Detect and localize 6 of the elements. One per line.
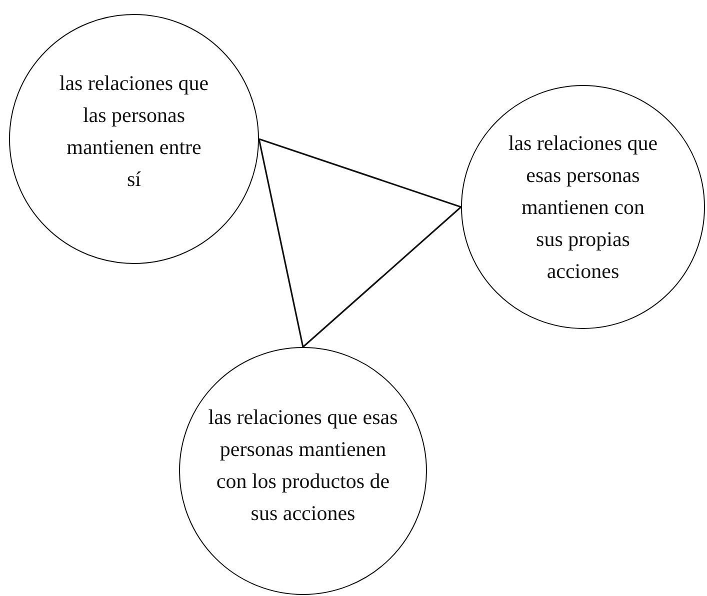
- node-label: las relaciones que las personas mantienen entre sí: [59, 70, 209, 193]
- connector-line: [258, 138, 304, 348]
- node-label: las relaciones que esas personas mantienen con sus propias acciones: [508, 130, 658, 285]
- connector-line: [258, 138, 462, 208]
- connector-line: [302, 206, 462, 348]
- node-label: las relaciones que esas personas mantienen con los productos de sus acciones: [208, 404, 398, 527]
